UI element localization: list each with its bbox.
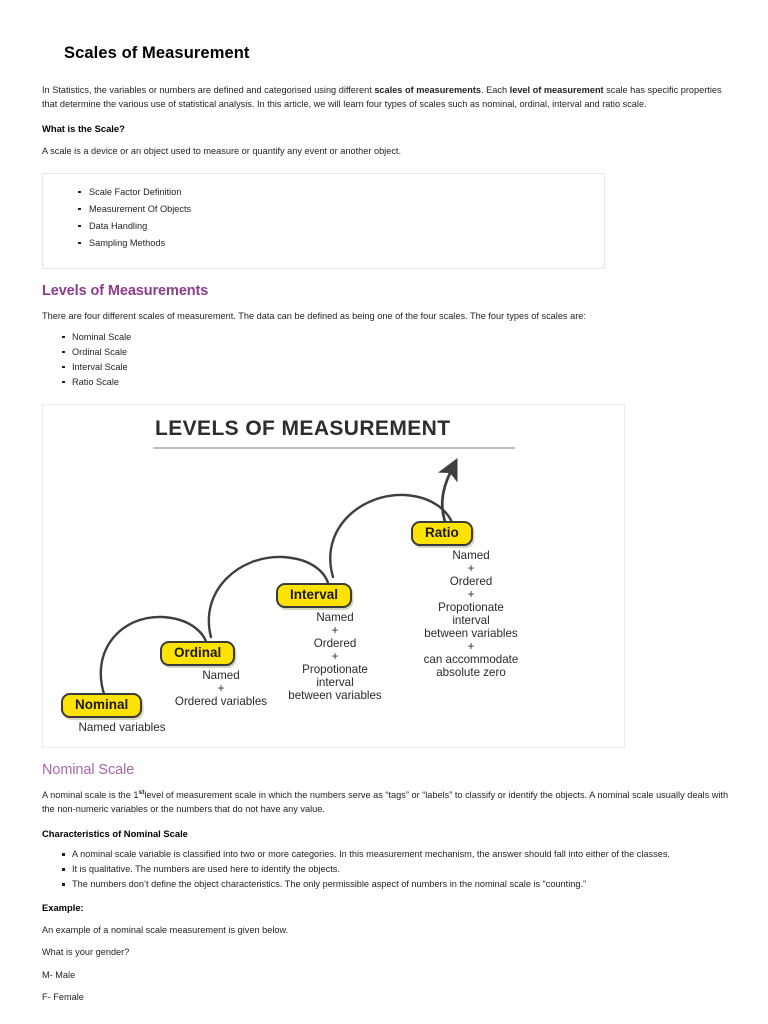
list-item: A nominal scale variable is classified i… <box>62 847 732 862</box>
intro-bold-level: level of measurement <box>509 85 604 95</box>
characteristics-heading: Characteristics of Nominal Scale <box>42 828 188 840</box>
intro-part-3: scale has specific properties that deter… <box>42 85 722 110</box>
intro-paragraph: In Statistics, the variables or numbers … <box>42 83 732 111</box>
list-item: Nominal Scale <box>62 330 732 345</box>
intro-part-2: . Each <box>481 85 510 95</box>
list-item[interactable]: Scale Factor Definition <box>78 184 604 201</box>
node-ordinal-description: Named + Ordered variables <box>174 668 268 708</box>
figure-arcs <box>99 457 458 699</box>
levels-list: Nominal Scale Ordinal Scale Interval Sca… <box>42 330 732 390</box>
list-item: Interval Scale <box>62 360 732 375</box>
nominal-text-part-1: A nominal scale is the 1 <box>42 789 139 800</box>
intro-part-1: In Statistics, the variables or numbers … <box>42 85 375 95</box>
levels-intro-text: There are four different scales of measu… <box>42 310 586 321</box>
ordinal-suffix: st <box>138 788 145 796</box>
list-item[interactable]: Sampling Methods <box>78 235 604 252</box>
nominal-scale-heading: Nominal Scale <box>42 761 135 778</box>
list-item: The numbers don’t define the object char… <box>62 877 732 892</box>
node-nominal[interactable]: Nominal <box>61 692 143 718</box>
nominal-text-part-2: level of measurement scale in which the … <box>42 789 729 815</box>
figure-title: LEVELS OF MEASUREMENT <box>155 416 451 440</box>
node-ordinal[interactable]: Ordinal <box>160 640 236 666</box>
node-ratio-description: Named + Ordered + Propotionate interval … <box>423 548 519 679</box>
figure-canvas: LEVELS OF MEASUREMENT <box>43 405 624 747</box>
document-content: Scales of Measurement In Statistics, the… <box>42 44 732 1004</box>
nominal-scale-text: A nominal scale is the 1stlevel of measu… <box>42 786 732 816</box>
page-title: Scales of Measurement <box>64 44 250 62</box>
topics-box: Scale Factor Definition Measurement Of O… <box>42 172 605 269</box>
intro-bold-scales: scales of measurements <box>374 85 482 95</box>
levels-of-measurement-figure: LEVELS OF MEASUREMENT <box>42 403 625 748</box>
what-is-scale-heading: What is the Scale? <box>42 123 125 135</box>
node-nominal-description: Named variables <box>78 720 166 734</box>
list-item: Ratio Scale <box>62 375 732 390</box>
node-ratio[interactable]: Ratio <box>411 520 473 546</box>
levels-of-measurements-heading: Levels of Measurements <box>42 282 209 299</box>
characteristics-list: A nominal scale variable is classified i… <box>42 847 732 892</box>
node-interval[interactable]: Interval <box>276 582 353 608</box>
example-heading: Example: <box>42 902 84 914</box>
list-item: It is qualitative. The numbers are used … <box>62 862 732 877</box>
figure-title-rule <box>153 446 515 449</box>
list-item[interactable]: Measurement Of Objects <box>78 201 604 218</box>
example-line: An example of a nominal scale measuremen… <box>42 925 289 936</box>
list-item: Ordinal Scale <box>62 345 732 360</box>
example-option-male: M- Male <box>42 969 76 980</box>
list-item[interactable]: Data Handling <box>78 218 604 235</box>
node-interval-description: Named + Ordered + Propotionate interval … <box>288 610 382 702</box>
example-question: What is your gender? <box>42 947 130 958</box>
topics-list: Scale Factor Definition Measurement Of O… <box>43 184 604 252</box>
what-is-scale-text: A scale is a device or an object used to… <box>42 146 402 157</box>
example-option-female: F- Female <box>42 991 84 1002</box>
